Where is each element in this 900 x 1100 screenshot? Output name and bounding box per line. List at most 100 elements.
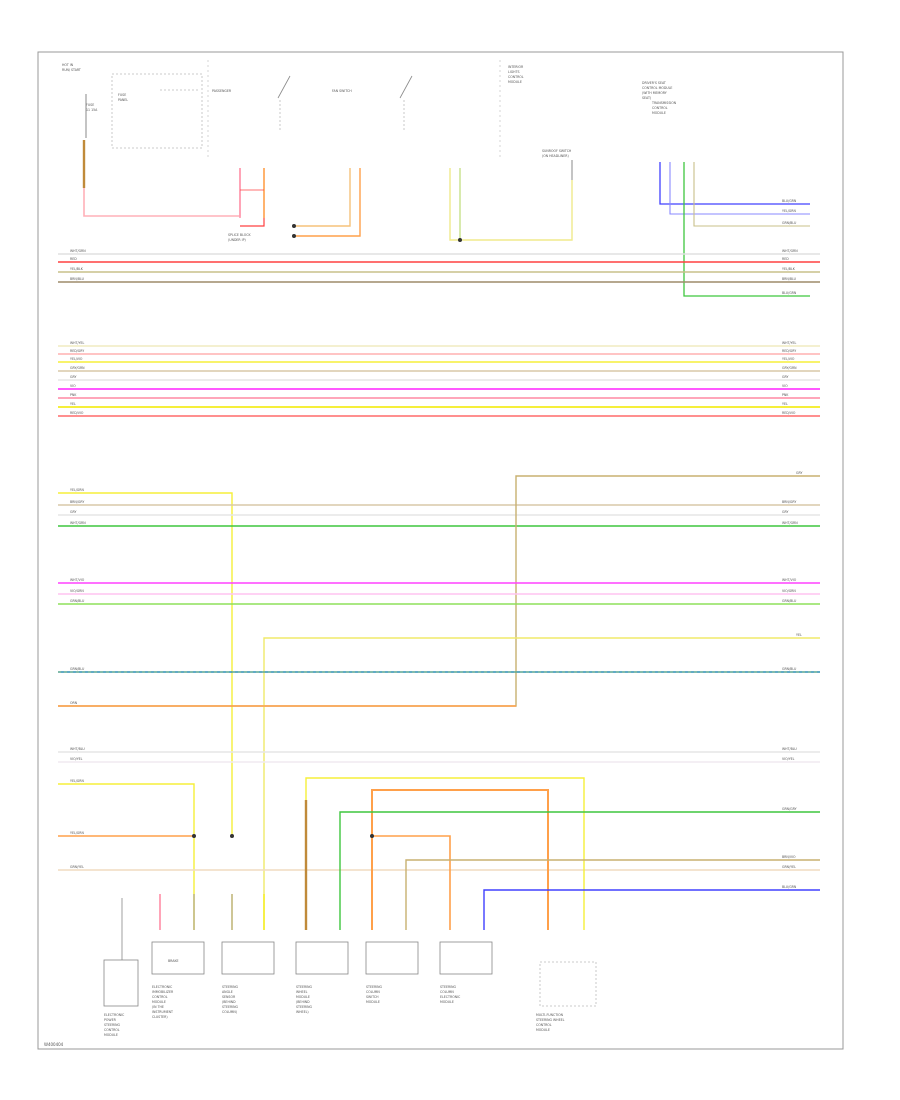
bus-b-label-7: PNK (70, 393, 77, 397)
bus-f-rlabel-1: WHT/BLU (782, 747, 797, 751)
bus-b-label-8: YEL (70, 402, 76, 406)
wire-d1 (659, 162, 810, 205)
module-4-label-3: SWITCH (366, 995, 379, 999)
bus-g-9 (483, 889, 820, 930)
module-4-label-4: MODULE (366, 1000, 380, 1004)
module-2-label-5: STEERING (222, 1005, 239, 1009)
bus-d-label-3: GRN/BLU (70, 599, 85, 603)
bus-b-rlabel-9: RED/VIO (782, 411, 796, 415)
climate-label-1: DRIVER'S SEAT (642, 81, 666, 85)
module-1-label-3: CONTROL (152, 995, 168, 999)
bus-e-rlabel-1: YEL (796, 633, 802, 637)
climate-label-2: CONTROL MODULE (642, 86, 672, 90)
bus-d-rlabel-3: GRN/BLU (782, 599, 797, 603)
bus-g-4 (305, 777, 585, 930)
multi-box (539, 961, 597, 1007)
module-2-label-4: (BEHIND (222, 1000, 236, 1004)
bus-g-rlabel-1: GRN/GRY (782, 807, 797, 811)
interior-label-1: INTERIOR (508, 65, 524, 69)
bus-b-rlabel-2: RED/GRY (782, 349, 796, 353)
bus-b-label-9: RED/VIO (70, 411, 84, 415)
fuse-panel-label-2: PANEL (118, 98, 128, 102)
interior-label-4: MODULE (508, 80, 522, 84)
bus-b-rlabel-5: GRY (782, 375, 788, 379)
hot-in-run-label-2: RUN/ START (62, 68, 81, 72)
bus-a-rlabel-2: RED (782, 257, 789, 261)
module-1-label-2: IMMOBILIZER (152, 990, 174, 994)
interior-label-2: LIGHTS (508, 70, 520, 74)
component-multi-function: MULTI-FUNCTION STEERING WHEEL CONTROL MO… (536, 961, 597, 1032)
module-1-box (151, 941, 205, 975)
bus-a-label-4: BRN/BLU (70, 277, 85, 281)
module-1-label-6: INSTRUMENT (152, 1010, 173, 1014)
wire-d2 (669, 162, 810, 215)
bus-g-rlabel-4: BLU/GRN (782, 885, 797, 889)
bus-c-label-4: WHT/GRN (70, 521, 86, 525)
bus-g-6 (339, 811, 820, 930)
bus-g-label-2: YEL/GRN (70, 831, 84, 835)
sunroof-label-2: (ON HEADLINER) (542, 154, 569, 158)
bus-f-label-2: VIO/YEL (70, 757, 83, 761)
left-fan-switch-label: PASSENGER (212, 89, 232, 93)
module-5-label-4: MODULE (440, 1000, 454, 1004)
top-right-label-2: YEL/GRN (782, 209, 796, 213)
module-2-label-1: STEERING (222, 985, 239, 989)
multi-label-2: STEERING WHEEL (536, 1018, 565, 1022)
bus-g-7 (372, 835, 451, 930)
multi-label-3: CONTROL (536, 1023, 552, 1027)
bus-b-label-5: GRY (70, 375, 76, 379)
bus-e-label-1: GRN/BLU (70, 667, 85, 671)
module-5-label-2: COLUMN (440, 990, 454, 994)
module-1-label-4: MODULE (152, 1000, 166, 1004)
splice-label-2: (UNDER IP) (228, 238, 246, 242)
bus-d-label-2: VIO/GRN (70, 589, 84, 593)
bus-a-label-3: YEL/BLK (70, 267, 84, 271)
bus-c-label-3: GRY (70, 510, 76, 514)
climate-label-4: SEAT) (642, 96, 651, 100)
module-2-label-2: ANGLE (222, 990, 233, 994)
module-3-label-4: (BEHIND (296, 1000, 310, 1004)
bus-d-label-1: WHT/VIO (70, 578, 85, 582)
wire-c1 (449, 168, 573, 241)
top-right-label-1: BLU/GRN (782, 199, 797, 203)
module-4-label-1: STEERING (366, 985, 383, 989)
bottom-components: ELECTRONIC POWER STEERING CONTROL MODULE… (103, 894, 597, 1037)
fuse-label-2: 11 15A (86, 108, 98, 112)
module-1-label-5: (IN THE (152, 1005, 164, 1009)
splice-dot-g1 (192, 834, 196, 838)
multi-label-1: MULTI-FUNCTION (536, 1013, 564, 1017)
bus-g-rlabel-3: GRN/YEL (782, 865, 796, 869)
module-1-label-1: ELECTRONIC (152, 985, 173, 989)
splice-dot-g2 (230, 834, 234, 838)
bus-b-rlabel-3: YEL/VIO (782, 357, 795, 361)
bus-b-label-6: VIO (70, 384, 76, 388)
wire-d4 (693, 162, 810, 227)
wire-b1 (294, 168, 351, 227)
bus-a-rlabel-3: YEL/BLK (782, 267, 796, 271)
right-fan-switch-label: FAN SWITCH (332, 89, 352, 93)
fuse-panel-label-1: FUSE (118, 93, 126, 97)
bus-e-label-2: ORN (70, 701, 78, 705)
bus-b-rlabel-4: GRY/GRN (782, 366, 797, 370)
bus-c-rlabel-1: GRY (796, 471, 802, 475)
electronic-label-2: POWER (104, 1018, 117, 1022)
bus-group-a: WHT/GRN RED YEL/BLK BRN/BLU WHT/GRN RED … (58, 249, 820, 295)
fuse-label-1: FUSE (86, 103, 94, 107)
bus-a-label-1: WHT/GRN (70, 249, 86, 253)
climate-label-3: (WITH MEMORY (642, 91, 667, 95)
bus-b-label-2: RED/GRY (70, 349, 84, 353)
bus-f-label-1: WHT/BLU (70, 747, 85, 751)
bus-a-rlabel-4: BRN/BLU (782, 277, 797, 281)
bus-f-rlabel-2: VIO/YEL (782, 757, 795, 761)
bus-g-8 (405, 859, 820, 930)
bus-b-rlabel-6: VIO (782, 384, 788, 388)
electronic-label-4: CONTROL (104, 1028, 120, 1032)
switch-box (103, 959, 139, 1007)
module-4-box (365, 941, 419, 975)
wire-a-loop (240, 218, 265, 227)
module-3-box (295, 941, 349, 975)
left-seat-heating-switch: PASSENGER (212, 75, 291, 130)
interior-lights-control: INTERIOR LIGHTS CONTROL MODULE (508, 65, 524, 84)
splice-dot-3 (458, 238, 462, 242)
